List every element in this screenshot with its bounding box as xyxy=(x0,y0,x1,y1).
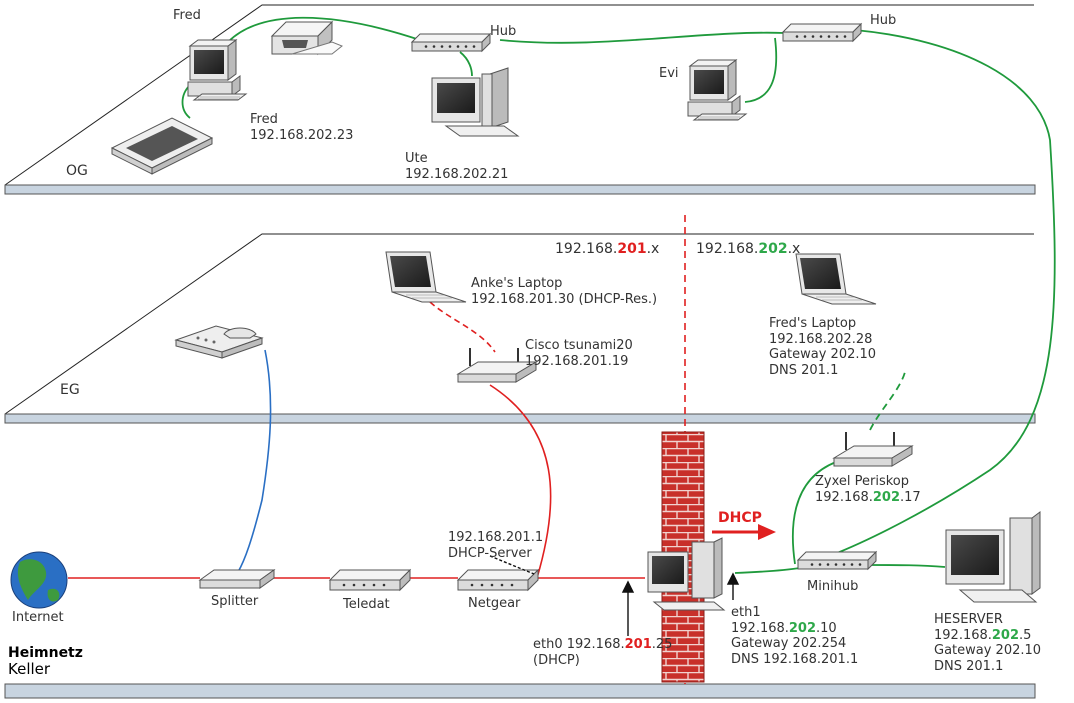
dhcp-arrow-icon xyxy=(712,524,776,540)
heserver-ip-prefix: 192.168. xyxy=(934,627,992,643)
fred-laptop-icon[interactable] xyxy=(795,253,877,305)
fred-laptop-name: Fred's Laptop xyxy=(769,316,857,331)
fred-top-label: Fred xyxy=(173,8,201,23)
evi-pc-icon[interactable] xyxy=(687,59,747,121)
scanner-icon[interactable] xyxy=(110,117,214,175)
cisco-name: Cisco tsunami20 xyxy=(525,338,633,353)
heserver-gw: Gateway 202.10 xyxy=(934,643,1042,658)
eth1-label: eth1 192.168.202.10 Gateway 202.254 DNS … xyxy=(731,605,858,667)
title-sub: Keller xyxy=(8,660,51,678)
eth0-suffix: .25 xyxy=(651,637,673,652)
floor-eg xyxy=(4,233,1036,424)
router-icon[interactable] xyxy=(457,569,539,591)
splitter-label: Splitter xyxy=(211,594,259,609)
server-icon[interactable] xyxy=(945,511,1041,603)
eth0-label: eth0 192.168.201.25 (DHCP) xyxy=(533,637,672,668)
zyxel-ip-mid: 202 xyxy=(872,489,901,505)
heserver-ip-suffix: .5 xyxy=(1019,627,1032,643)
eth1-ip: 192.168.202.10 xyxy=(731,621,858,637)
phone-cable xyxy=(237,349,272,573)
subnet-left-prefix: 192.168. xyxy=(555,241,618,257)
hub2-label: Hub xyxy=(870,13,897,28)
netgear-server-label: 192.168.201.1 DHCP-Server xyxy=(448,530,543,561)
title-block: Heimnetz Keller xyxy=(8,645,83,677)
floor-label-og: OG xyxy=(66,163,88,179)
anke-label: Anke's Laptop 192.168.201.30 (DHCP-Res.) xyxy=(471,276,657,307)
minihub-label: Minihub xyxy=(807,579,859,594)
evi-label: Evi xyxy=(659,66,679,81)
green-cables xyxy=(181,16,1056,574)
ute-ip: 192.168.202.21 xyxy=(405,166,509,182)
cisco-ip: 192.168.201.19 xyxy=(525,353,629,369)
eth0-ip: eth0 192.168.201.25 xyxy=(533,637,672,653)
heserver-ip: 192.168.202.5 xyxy=(934,628,1041,644)
fred-laptop-ip: 192.168.202.28 xyxy=(769,331,873,347)
dhcp-label: DHCP xyxy=(718,510,762,526)
zyxel-label: Zyxel Periskop 192.168.202.17 xyxy=(815,474,921,505)
eth0-mid: 201 xyxy=(624,637,652,652)
teledat-label: Teledat xyxy=(343,597,390,612)
fred-pc-icon[interactable] xyxy=(187,39,247,101)
zyxel-ip: 192.168.202.17 xyxy=(815,490,921,506)
eth1-ip-suffix: .10 xyxy=(816,620,837,636)
zyxel-ip-suffix: .17 xyxy=(900,489,921,505)
anke-ip: 192.168.201.30 (DHCP-Res.) xyxy=(471,291,658,307)
subnet-right-mid: 202 xyxy=(758,241,788,257)
internet-label: Internet xyxy=(12,610,64,625)
fred-laptop-dns: DNS 201.1 xyxy=(769,362,839,378)
eth1-ip-mid: 202 xyxy=(788,620,817,636)
eth1-ip-prefix: 192.168. xyxy=(731,620,789,636)
hub-icon[interactable] xyxy=(782,23,862,42)
fred-laptop-label: Fred's Laptop 192.168.202.28 Gateway 202… xyxy=(769,316,876,378)
anke-name: Anke's Laptop xyxy=(471,276,563,291)
netgear-ip: 192.168.201.1 xyxy=(448,530,544,545)
splitter-icon[interactable] xyxy=(198,569,276,589)
subnet-left-suffix: .x xyxy=(646,241,660,257)
ute-pc-icon[interactable] xyxy=(431,67,520,137)
heserver-dns: DNS 201.1 xyxy=(934,658,1004,674)
ute-name: Ute xyxy=(405,151,428,166)
netgear-label: Netgear xyxy=(468,596,521,611)
fred-pc-ip: 192.168.202.23 xyxy=(250,127,354,143)
printer-icon[interactable] xyxy=(270,20,343,56)
subnet-left-label: 192.168.201.x xyxy=(555,241,660,258)
title-bold: Heimnetz xyxy=(8,645,83,661)
subnet-right-label: 192.168.202.x xyxy=(696,241,801,258)
zyxel-ip-prefix: 192.168. xyxy=(815,489,873,505)
eth1-name: eth1 xyxy=(731,605,761,620)
subnet-left-mid: 201 xyxy=(617,241,647,257)
eth1-gw: Gateway 202.254 xyxy=(731,636,847,651)
cisco-label: Cisco tsunami20 192.168.201.19 xyxy=(525,338,633,369)
globe-icon[interactable] xyxy=(10,551,68,609)
hub-icon[interactable] xyxy=(797,551,877,570)
heserver-name: HESERVER xyxy=(934,612,1003,627)
subnet-right-suffix: .x xyxy=(787,241,801,257)
floor-og xyxy=(4,4,1036,195)
eth0-note: (DHCP) xyxy=(533,652,580,668)
eth1-dns: DNS 192.168.201.1 xyxy=(731,651,859,667)
hub1-label: Hub xyxy=(490,24,517,39)
netgear-role: DHCP-Server xyxy=(448,545,532,561)
fred-laptop-gw: Gateway 202.10 xyxy=(769,347,877,362)
heserver-ip-mid: 202 xyxy=(991,627,1020,643)
modem-icon[interactable] xyxy=(329,569,411,591)
pointer-arrows xyxy=(489,555,740,636)
subnet-right-prefix: 192.168. xyxy=(696,241,759,257)
eth0-prefix: eth0 192.168. xyxy=(533,637,625,652)
ute-label: Ute 192.168.202.21 xyxy=(405,151,508,182)
zyxel-name: Zyxel Periskop xyxy=(815,474,910,489)
floor-label-eg: EG xyxy=(60,382,80,398)
phone-icon[interactable] xyxy=(174,325,264,359)
red-cables xyxy=(68,301,645,579)
gateway-pc-icon[interactable] xyxy=(647,537,726,611)
fred-pc-label: Fred 192.168.202.23 xyxy=(250,112,353,143)
fred-pc-name: Fred xyxy=(250,112,278,127)
heserver-label: HESERVER 192.168.202.5 Gateway 202.10 DN… xyxy=(934,612,1041,674)
anke-laptop-icon[interactable] xyxy=(385,251,467,303)
floor-keller xyxy=(4,683,1036,699)
hub-icon[interactable] xyxy=(411,33,491,52)
access-point-icon[interactable] xyxy=(833,431,913,467)
